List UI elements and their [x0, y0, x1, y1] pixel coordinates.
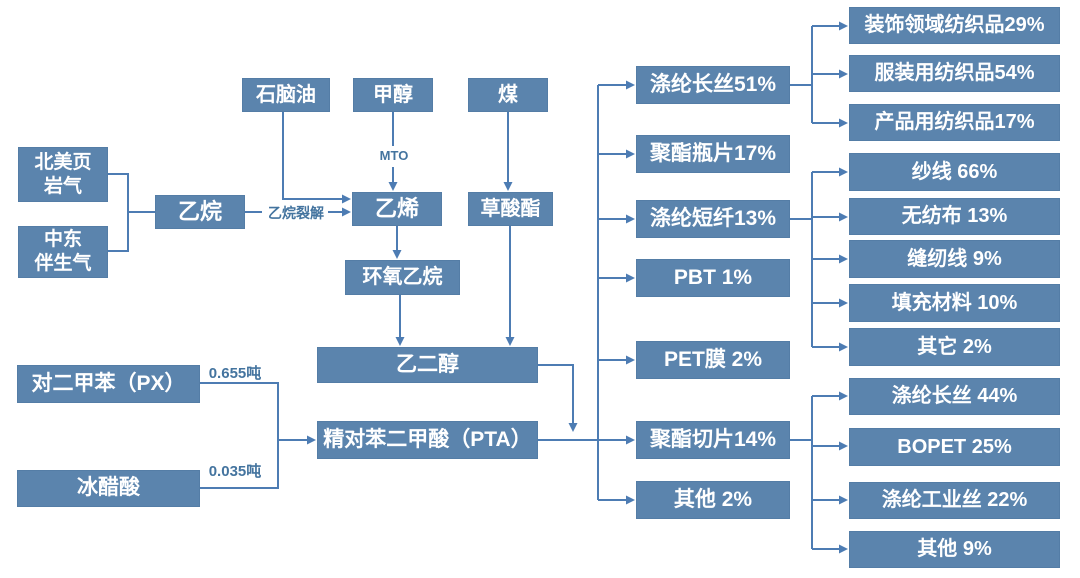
use-product-textile: 产品用纺织品17%	[849, 104, 1060, 141]
use-apparel-textile: 服装用纺织品54%	[849, 55, 1060, 92]
chip-polyester-filament: 涤纶长丝 44%	[849, 378, 1060, 415]
node-px: 对二甲苯（PX）	[17, 365, 200, 403]
node-pta: 精对苯二甲酸（PTA）	[317, 421, 538, 459]
node-shale-gas: 北美页 岩气	[18, 147, 108, 202]
product-polyester-filament: 涤纶长丝51%	[636, 66, 790, 104]
node-naphtha: 石脑油	[242, 78, 330, 112]
staple-sewing-thread: 缝纫线 9%	[849, 240, 1060, 278]
node-ethylene: 乙烯	[352, 192, 442, 226]
chip-industrial-yarn: 涤纶工业丝 22%	[849, 482, 1060, 519]
node-associated-gas: 中东 伴生气	[18, 226, 108, 278]
chip-other: 其他 9%	[849, 531, 1060, 568]
node-methanol: 甲醇	[353, 78, 433, 112]
edge-label-mto: MTO	[379, 148, 409, 163]
edge-label-ethane-cracking: 乙烷裂解	[268, 205, 324, 221]
product-pet-film: PET膜 2%	[636, 341, 790, 379]
node-ethane: 乙烷	[155, 195, 245, 229]
product-other: 其他 2%	[636, 481, 790, 519]
chip-bopet: BOPET 25%	[849, 428, 1060, 466]
edge-label-px-ratio: 0.655吨	[208, 365, 262, 382]
product-bottle-chip: 聚酯瓶片17%	[636, 135, 790, 173]
node-meg: 乙二醇	[317, 347, 538, 383]
staple-yarn: 纱线 66%	[849, 153, 1060, 191]
use-decorative-textile: 装饰领域纺织品29%	[849, 7, 1060, 44]
product-polyester-chip: 聚酯切片14%	[636, 421, 790, 459]
node-coal: 煤	[468, 78, 548, 112]
node-ethylene-oxide: 环氧乙烷	[345, 260, 460, 295]
product-pbt: PBT 1%	[636, 259, 790, 297]
product-staple-fiber: 涤纶短纤13%	[636, 200, 790, 238]
staple-other: 其它 2%	[849, 328, 1060, 366]
staple-filling-material: 填充材料 10%	[849, 284, 1060, 322]
edge-label-acetic-ratio: 0.035吨	[208, 463, 262, 480]
staple-nonwoven: 无纺布 13%	[849, 198, 1060, 235]
node-acetic-acid: 冰醋酸	[17, 470, 200, 507]
node-oxalate: 草酸酯	[468, 192, 553, 226]
